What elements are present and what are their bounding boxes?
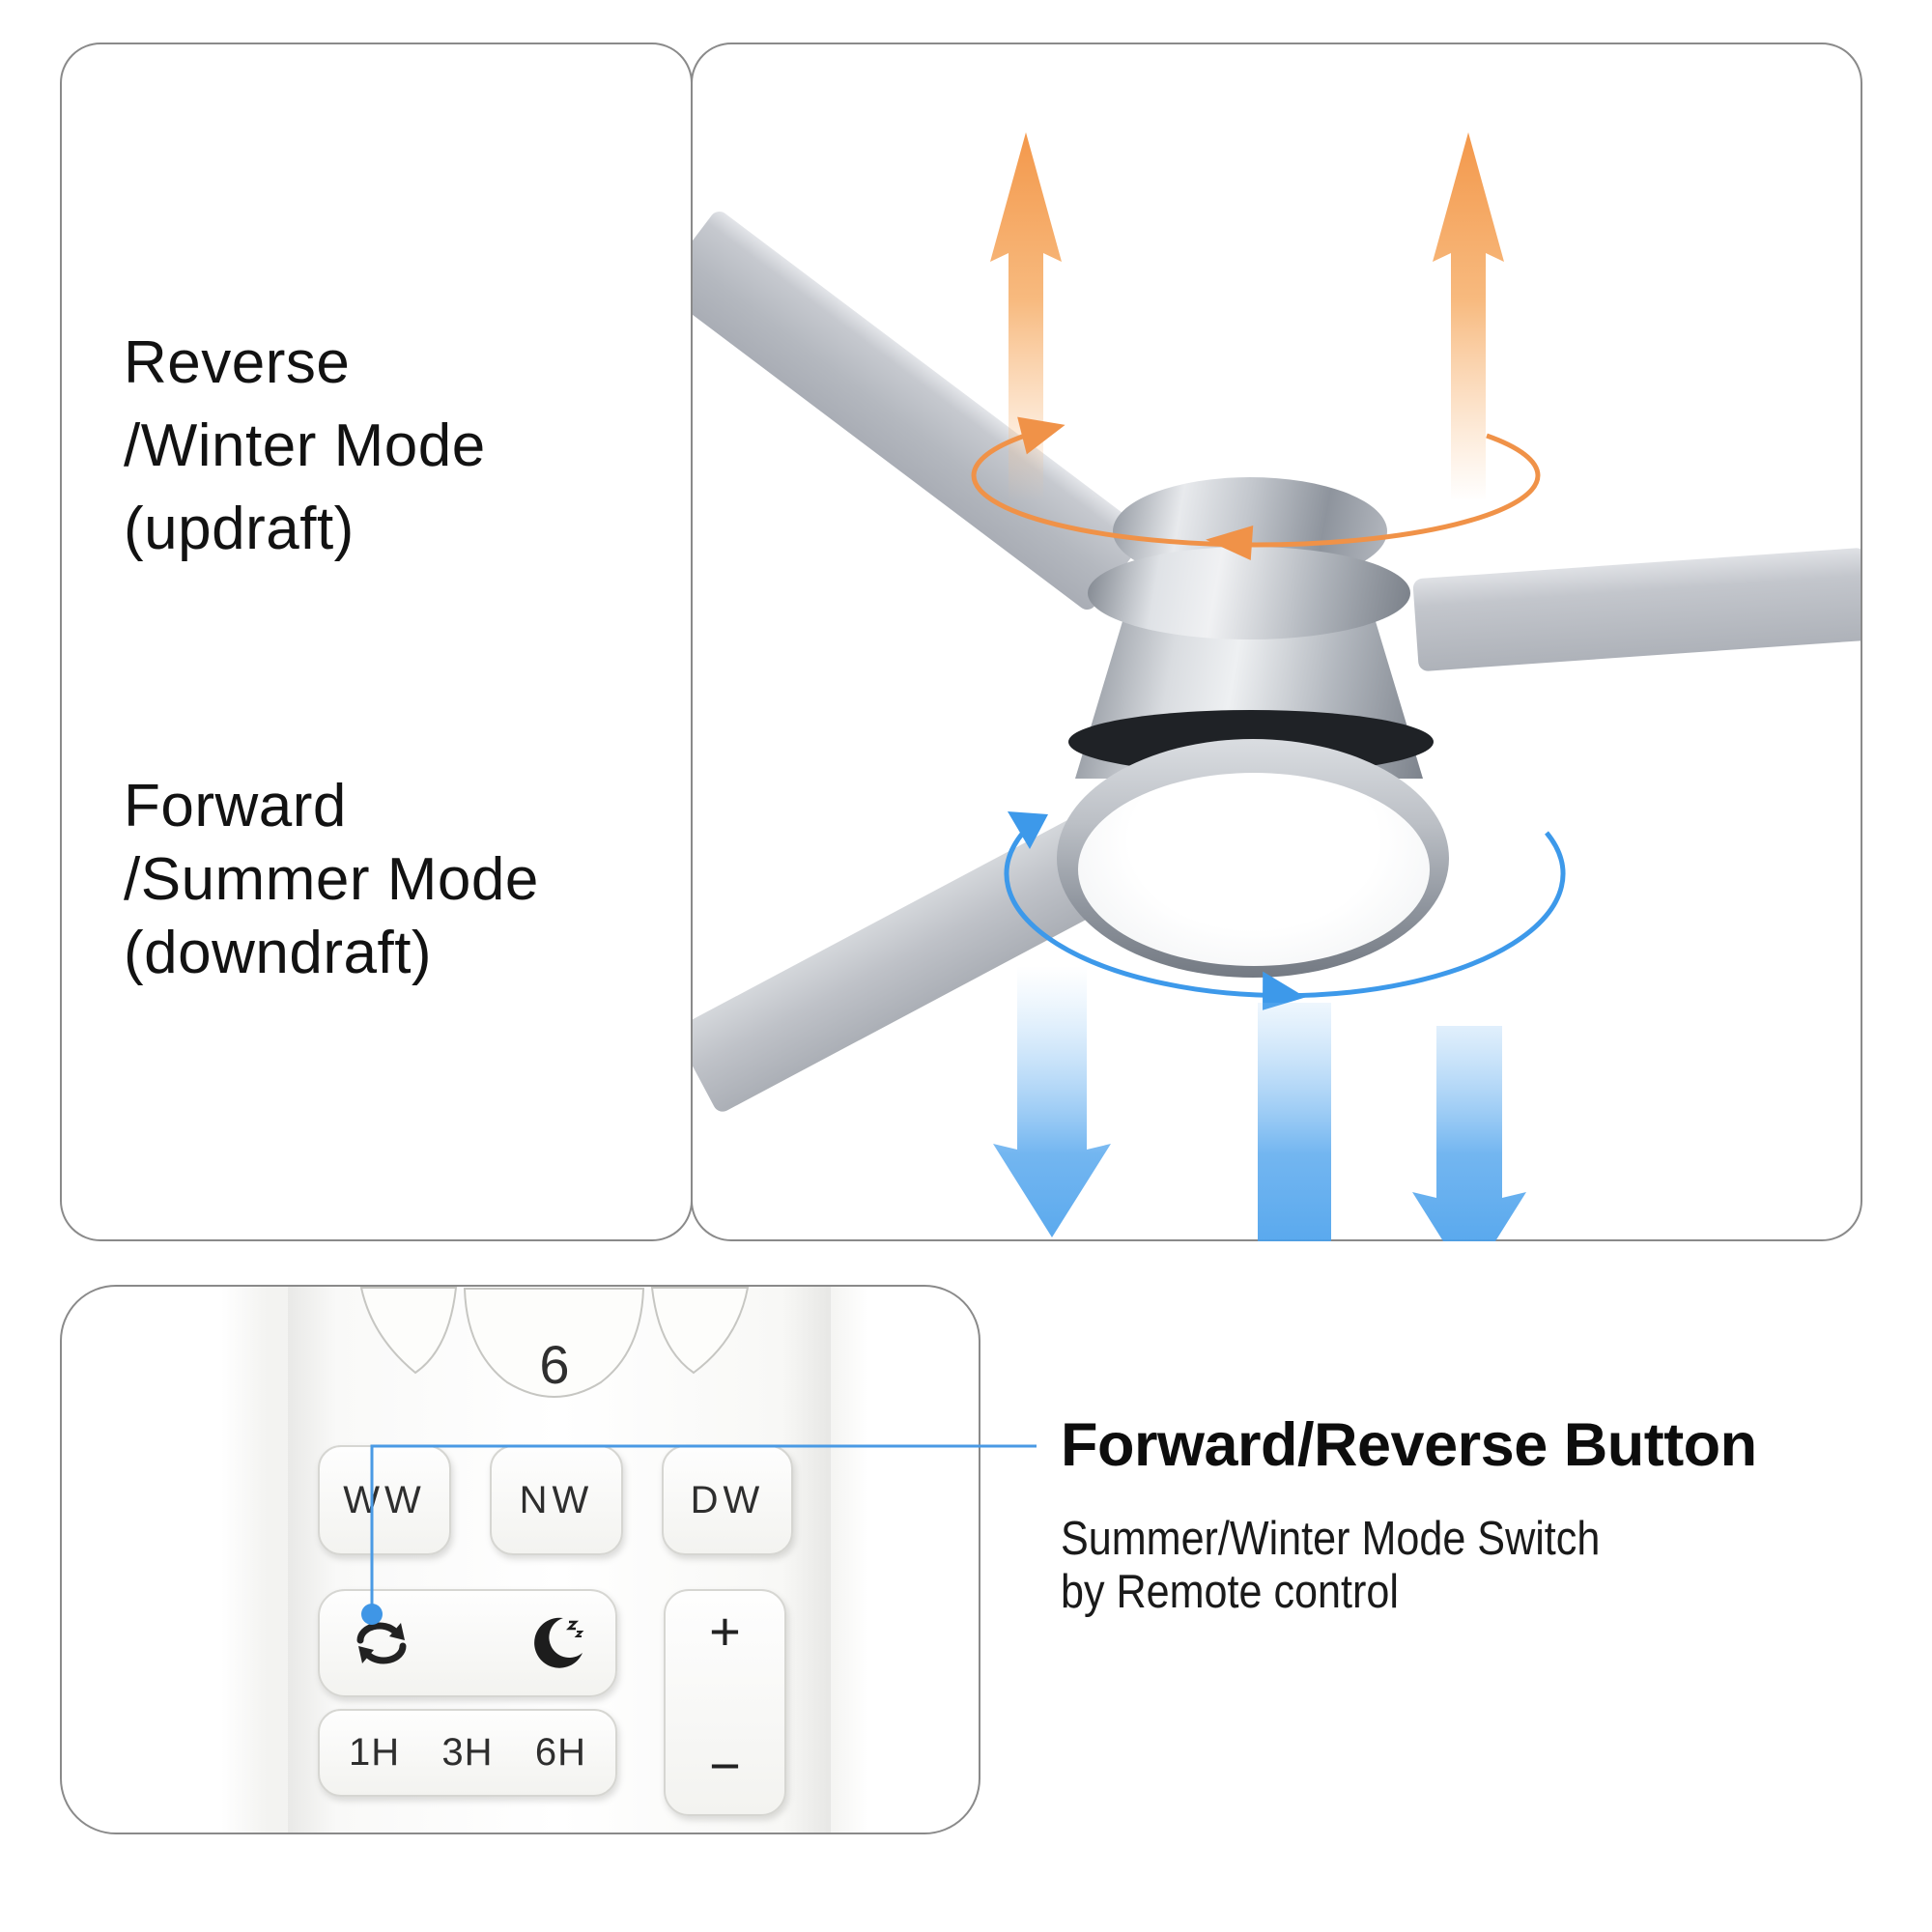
reverse-label-line3: (updraft) <box>124 496 355 562</box>
crescent-moon-icon <box>534 1617 584 1668</box>
reverse-winter-mode-label: Reverse /Winter Mode (updraft) <box>124 322 486 571</box>
nw-label: NW <box>519 1478 594 1521</box>
fan-blade-upper-left <box>693 207 1150 614</box>
speed-up-label: + <box>709 1601 741 1662</box>
ww-label: WW <box>343 1478 426 1521</box>
forward-label-line1: Forward <box>124 773 347 839</box>
forward-reverse-button[interactable] <box>318 1589 617 1697</box>
speed-down-label: − <box>709 1735 741 1796</box>
mode-text-panel <box>60 43 693 1241</box>
remote-control-panel: 6 WW NW DW + − <box>60 1285 980 1834</box>
fan-speed-rocker-button[interactable]: + − <box>664 1589 786 1816</box>
fan-blade-right <box>1412 547 1861 672</box>
fan-light-lens <box>1078 773 1430 966</box>
annotation-description-line2: by Remote control <box>1061 1566 1399 1618</box>
reverse-label-line1: Reverse <box>124 329 351 396</box>
annotation-description-line1: Summer/Winter Mode Switch <box>1061 1513 1601 1565</box>
forward-label-line3: (downdraft) <box>124 920 433 986</box>
natural-white-button[interactable]: NW <box>490 1445 623 1555</box>
forward-label-line2: /Summer Mode <box>124 846 539 913</box>
rotation-cycle-icon <box>356 1622 407 1664</box>
reverse-label-line2: /Winter Mode <box>124 412 486 479</box>
dw-label: DW <box>690 1478 765 1521</box>
timer-3h-label: 3H <box>441 1731 494 1774</box>
speed-6-button[interactable] <box>463 1288 645 1398</box>
speed-6-label: 6 <box>539 1334 569 1395</box>
annotation-description: Summer/Winter Mode Switch by Remote cont… <box>1061 1513 1600 1619</box>
fan-diagram-panel <box>691 43 1862 1241</box>
speed-petal-button[interactable] <box>650 1287 750 1375</box>
daylight-white-button[interactable]: DW <box>662 1445 793 1555</box>
timer-6h-label: 6H <box>534 1731 586 1774</box>
speed-petal-button[interactable] <box>359 1287 458 1375</box>
annotation-title: Forward/Reverse Button <box>1061 1411 1757 1479</box>
fan-canopy-lip <box>1088 547 1410 639</box>
timer-button[interactable]: 1H 3H 6H <box>318 1709 617 1797</box>
remote-speed-rosette: 6 <box>359 1287 750 1398</box>
timer-1h-label: 1H <box>349 1731 401 1774</box>
forward-summer-mode-label: Forward /Summer Mode (downdraft) <box>124 770 539 990</box>
warm-white-button[interactable]: WW <box>318 1445 451 1555</box>
